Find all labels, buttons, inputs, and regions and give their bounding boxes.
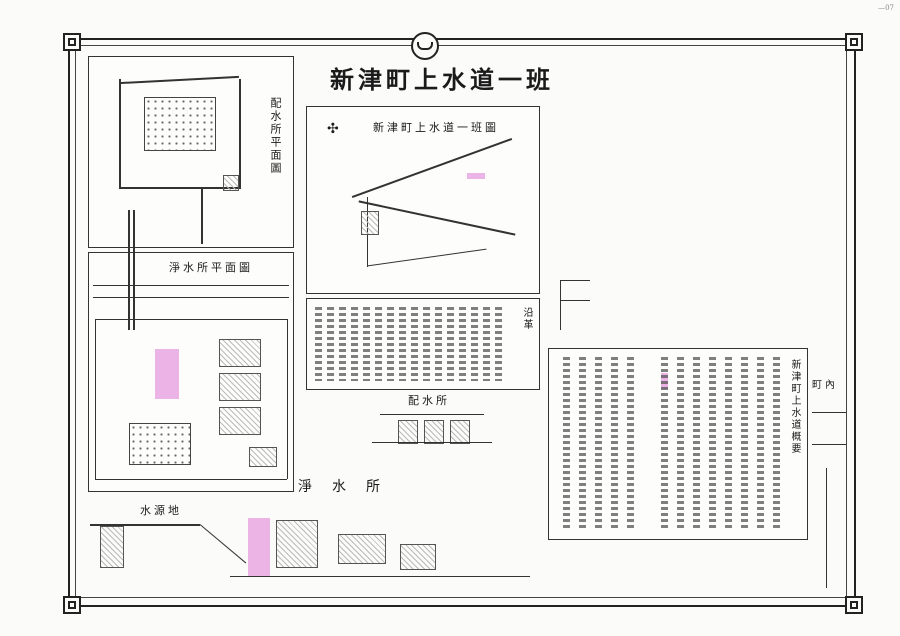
intake-section-label: 水源地 <box>140 504 182 517</box>
document-title: 新津町上水道一班 <box>330 65 554 94</box>
inner-frame <box>75 45 847 598</box>
summary-panel: 新津町上水道概要 <box>548 348 808 540</box>
right-map-label: 町內 <box>812 380 838 391</box>
corner-ornament <box>63 33 81 51</box>
distribution-section: 配水所 <box>372 392 492 456</box>
map-line <box>560 280 590 281</box>
distribution-section-label: 配水所 <box>408 394 450 407</box>
history-label: 新津町上水道沿革 <box>521 307 539 379</box>
corner-ornament <box>63 596 81 614</box>
pipe-line <box>128 210 130 330</box>
overview-map-label: 新津町上水道一班圖 <box>373 121 499 134</box>
purification-plan-label: 淨水所平面圖 <box>169 261 253 274</box>
corner-ornament <box>845 596 863 614</box>
map-line <box>560 300 590 301</box>
outer-frame <box>68 38 856 607</box>
history-panel: 新津町上水道沿革 <box>306 298 540 390</box>
map-line <box>560 280 561 330</box>
corner-ornament <box>845 33 863 51</box>
cross-section-drawing: 水源地 <box>90 500 546 586</box>
purification-plan-panel: 淨水所平面圖 <box>88 252 294 492</box>
pipe-line <box>133 210 135 330</box>
purification-section-label: 淨水所 <box>298 479 400 495</box>
distribution-plan-label: 配水所平面圖 <box>269 97 282 175</box>
north-arrow-icon: ✣ <box>327 121 339 137</box>
page-mark: —07 <box>878 4 894 12</box>
right-map-fragment: 町內 <box>806 348 856 598</box>
distribution-plan-panel: 配水所平面圖 <box>88 56 294 248</box>
municipal-emblem-icon <box>411 32 439 60</box>
summary-label: 新津町上水道概要 <box>789 359 800 455</box>
overview-map-panel: 新津町上水道一班圖 ✣ <box>306 106 540 294</box>
